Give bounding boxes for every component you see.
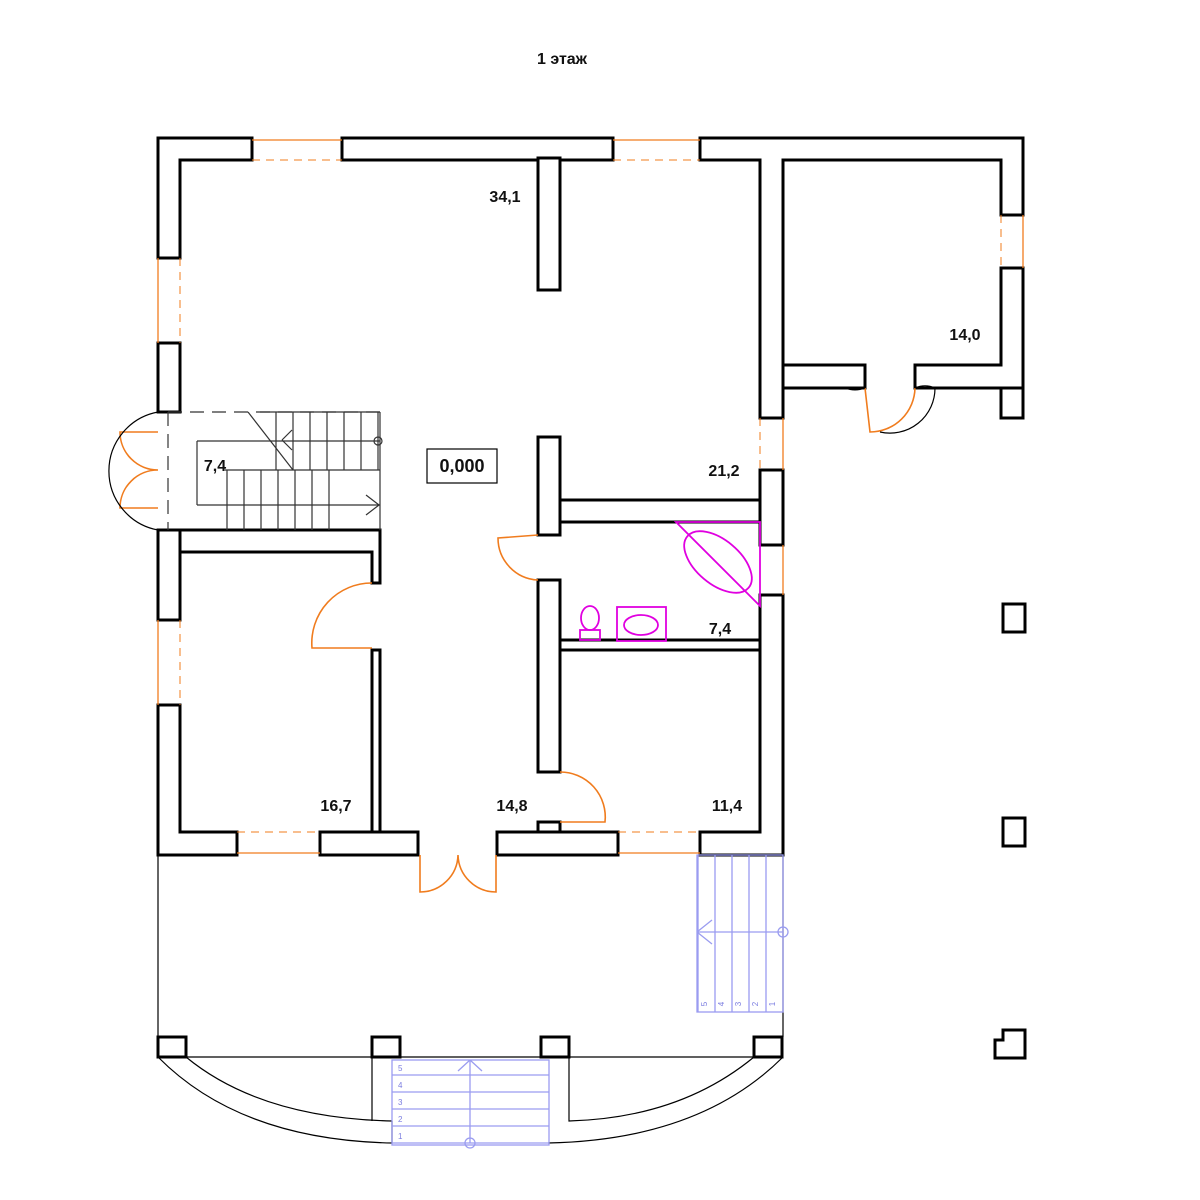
stair-step-number: 1 xyxy=(768,1001,777,1006)
stair-step-number: 5 xyxy=(398,1064,403,1073)
bathroom-fixtures xyxy=(579,521,761,642)
stair-step-number: 4 xyxy=(717,1001,726,1006)
room-area-bedroom-right: 11,4 xyxy=(712,798,742,815)
stair-step-number: 1 xyxy=(398,1132,403,1141)
terrace xyxy=(156,602,1027,1144)
room-area-bedroom-left: 16,7 xyxy=(320,798,351,815)
level-mark-box xyxy=(426,448,498,484)
stair-step-number: 3 xyxy=(398,1098,403,1107)
side-exterior-stair: 1 2 3 4 5 xyxy=(696,854,789,1013)
room-area-annex: 14,0 xyxy=(949,327,980,344)
interior-staircase xyxy=(167,411,383,530)
stair-step-number: 5 xyxy=(700,1001,709,1006)
stair-step-number: 2 xyxy=(398,1115,403,1124)
level-mark: 0,000 xyxy=(439,456,484,476)
walls xyxy=(156,136,1025,857)
windows xyxy=(157,139,1024,854)
stair-step-number: 2 xyxy=(751,1001,760,1006)
room-area-bathroom: 7,4 xyxy=(709,621,731,638)
room-area-stair-hall: 7,4 xyxy=(204,458,226,475)
stair-step-number: 4 xyxy=(398,1081,403,1090)
toilet xyxy=(580,605,600,631)
front-exterior-stair: 1 2 3 4 5 xyxy=(391,1059,550,1149)
room-labels: 34,1 14,0 7,4 0,000 21,2 7,4 16,7 14,8 1… xyxy=(204,189,981,815)
room-area-living: 34,1 xyxy=(489,189,520,206)
doors xyxy=(108,385,936,893)
plan-title: 1 этаж xyxy=(537,51,588,68)
corner-bathtub xyxy=(673,521,761,609)
room-area-corridor: 14,8 xyxy=(496,798,527,815)
room-area-hall: 21,2 xyxy=(708,463,739,480)
stair-step-number: 3 xyxy=(734,1001,743,1006)
sink xyxy=(616,606,667,642)
